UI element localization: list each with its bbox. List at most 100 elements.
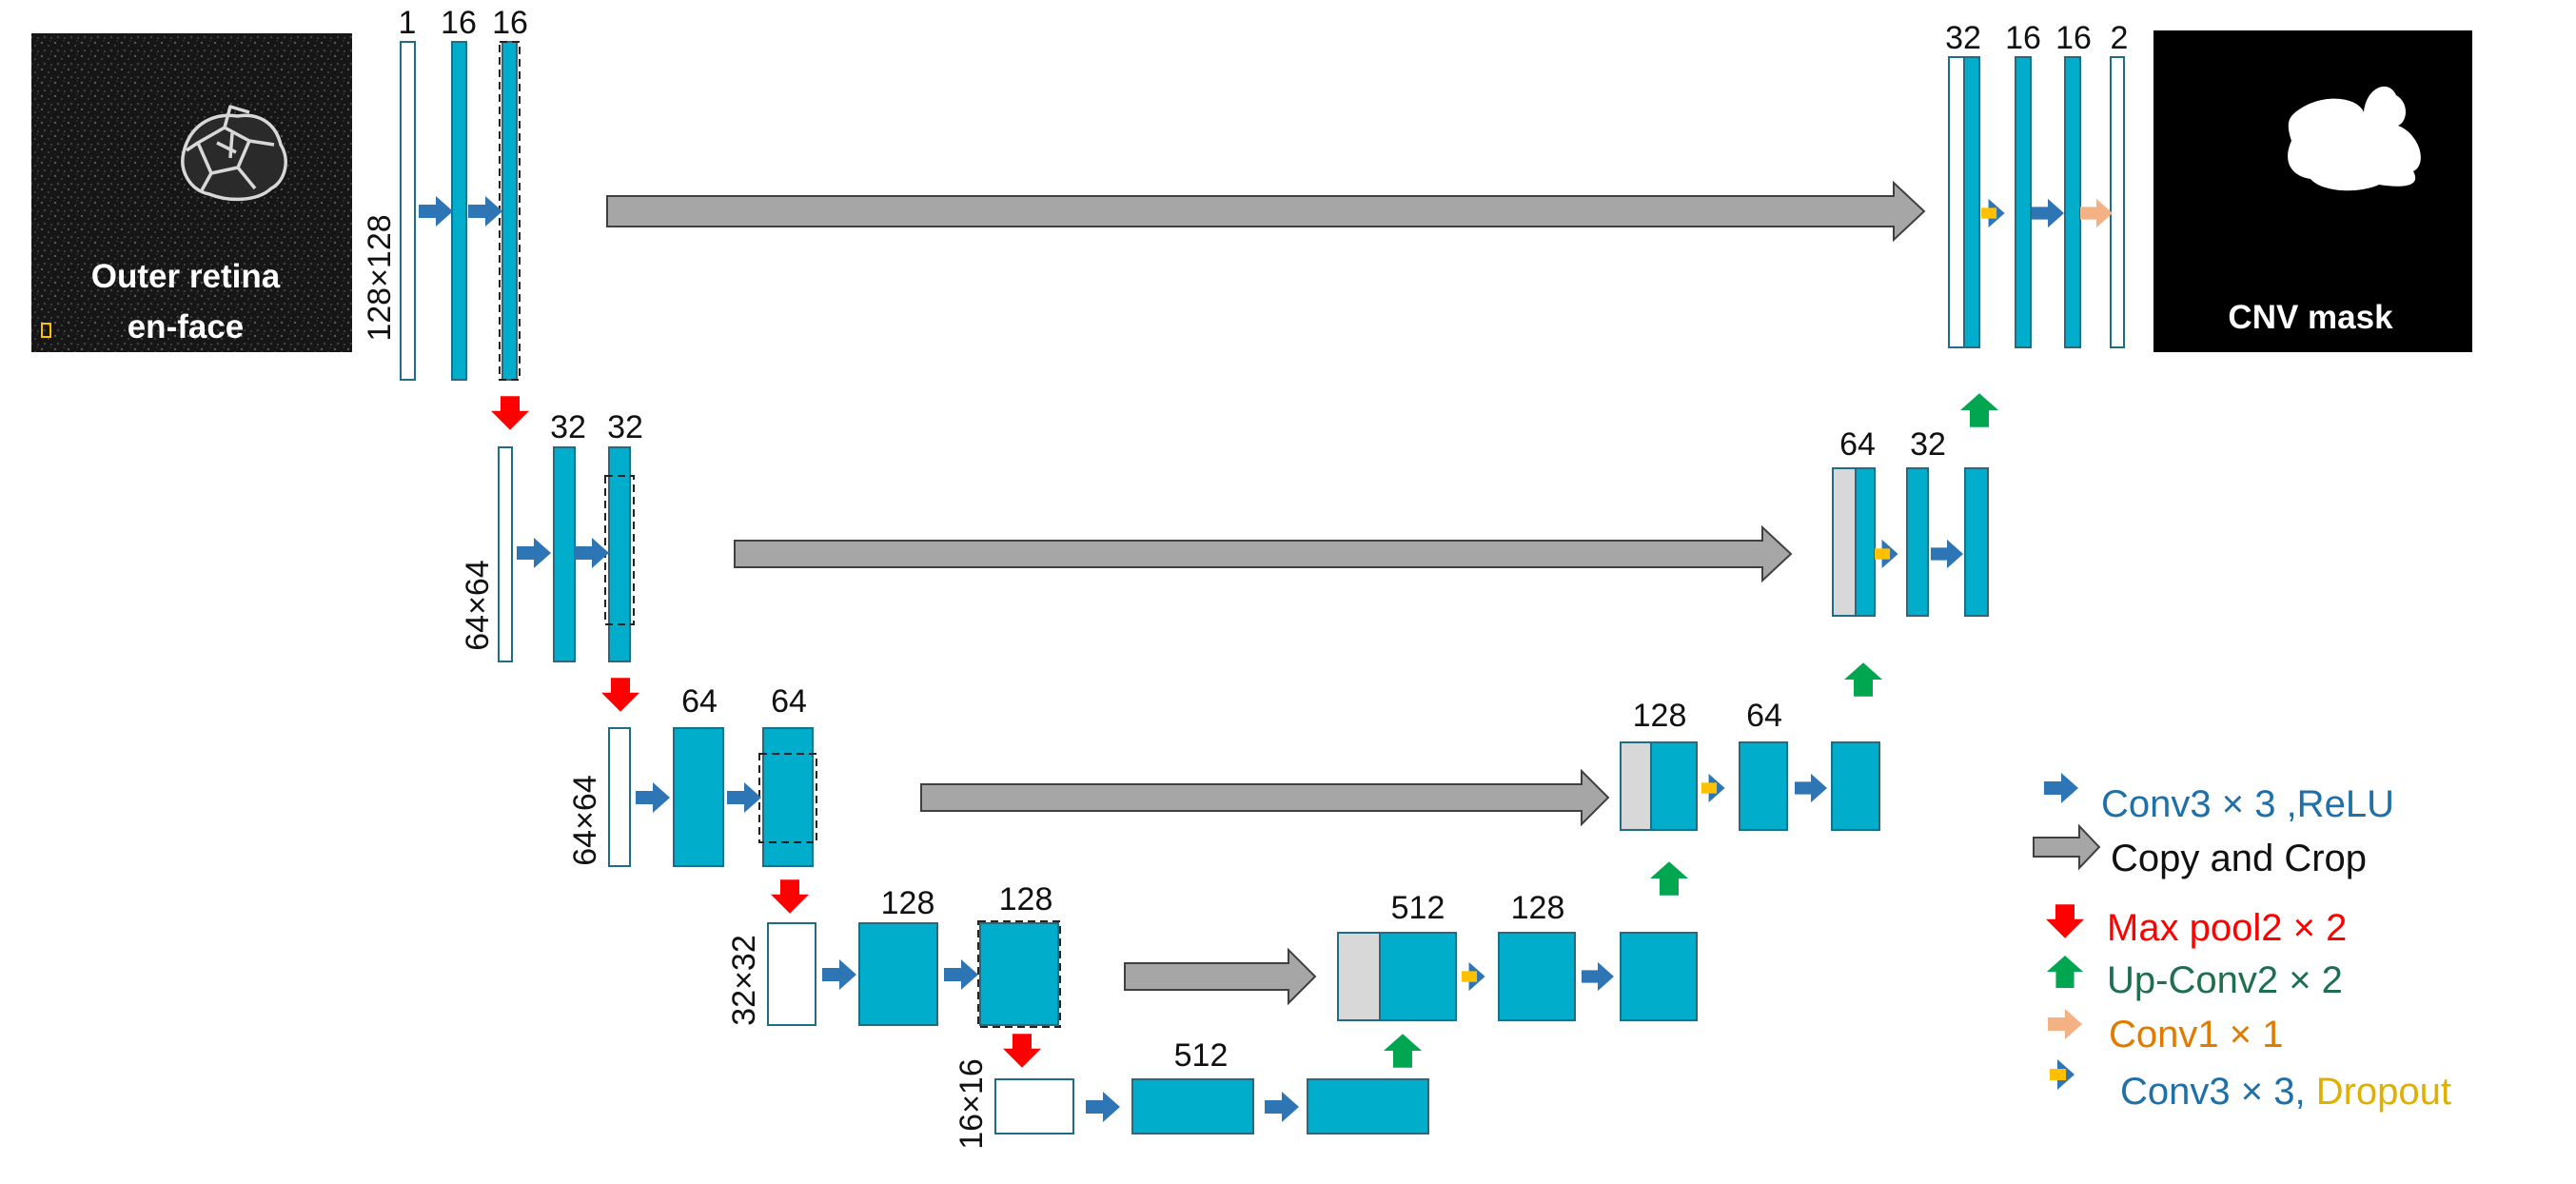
legend-conv1x1-label: Conv1 × 1 — [2109, 1014, 2283, 1056]
lesion-texture — [181, 105, 287, 202]
conv-block — [1963, 56, 1980, 348]
conv-block — [1307, 1078, 1429, 1135]
crop-outline — [758, 753, 817, 843]
legend-upconv-label: Up-Conv2 × 2 — [2107, 959, 2343, 1001]
level-1-encoder: 1 16 16 128×128 — [362, 5, 528, 381]
conv-block — [1379, 932, 1457, 1021]
conv-arrow — [2032, 198, 2064, 228]
maxpool-arrow-icon — [2046, 904, 2084, 938]
upconv-arrow — [1844, 662, 1882, 697]
conv-block — [501, 41, 518, 381]
level-3-decoder: 128 64 — [1620, 698, 1880, 831]
level-2-encoder: 32 32 64×64 — [460, 409, 643, 662]
input-block — [994, 1078, 1074, 1135]
conv-arrow — [727, 782, 761, 813]
legend-conv1x1: Conv1 × 1 — [2048, 1009, 2283, 1056]
channel-label: 32 — [1910, 426, 1946, 463]
concat-block — [1620, 741, 1652, 831]
input-image: Outer retina en-face — [31, 33, 352, 352]
channel-label: 128 — [881, 885, 935, 921]
conv-arrow — [944, 959, 978, 990]
conv-arrow — [1795, 773, 1827, 803]
maxpool-arrow — [1003, 1034, 1041, 1068]
maxpool-arrow — [601, 678, 639, 712]
legend-conv-dropout-part1: Conv3 × 3, — [2120, 1071, 2316, 1113]
conv-block — [858, 922, 938, 1026]
copy-arrow-icon — [2033, 823, 2101, 871]
legend-conv-dropout-part2: Dropout — [2316, 1071, 2451, 1113]
conv-arrow — [419, 196, 453, 227]
legend-conv-relu: Conv3 × 3 ,ReLU — [2044, 773, 2394, 825]
input-block — [767, 922, 816, 1026]
resolution-label: 16×16 — [954, 1058, 990, 1150]
channel-label: 128 — [1633, 698, 1687, 734]
copy-crop-arrow — [920, 768, 1610, 827]
legend-conv-relu-label: Conv3 × 3 ,ReLU — [2101, 783, 2394, 825]
cnv-mask-shape — [2288, 86, 2421, 191]
conv-block — [979, 922, 1059, 1026]
level-4-decoder: 512 128 — [1337, 890, 1698, 1021]
level-3-encoder: 64 64 64×64 — [567, 683, 817, 867]
level-1-decoder: 32 16 16 2 — [1945, 20, 2128, 348]
level-2-decoder: 64 32 — [1832, 426, 1989, 617]
legend-copy-crop-label: Copy and Crop — [2111, 838, 2367, 879]
upconv-arrow — [1384, 1034, 1422, 1068]
upconv-arrow-icon — [2046, 956, 2084, 988]
conv1x1-arrow-icon — [2048, 1009, 2082, 1039]
channel-label: 1 — [399, 5, 417, 41]
channel-label: 32 — [1945, 20, 1981, 56]
conv-block — [2064, 56, 2081, 348]
level-4-encoder: 128 128 32×32 — [726, 881, 1061, 1028]
bottleneck: 512 16×16 — [954, 1037, 1429, 1150]
conv-block — [608, 446, 631, 662]
conv-arrow — [1086, 1092, 1120, 1122]
conv-block — [1131, 1078, 1254, 1135]
conv-block — [1831, 741, 1880, 831]
legend-maxpool: Max pool2 × 2 — [2046, 904, 2347, 949]
channel-label: 16 — [492, 5, 528, 41]
channel-label: 64 — [771, 683, 807, 720]
input-label-line2: en-face — [128, 308, 245, 345]
maxpool-arrow — [771, 879, 809, 914]
conv-block — [553, 446, 576, 662]
channel-label: 64 — [681, 683, 718, 720]
channel-label: 512 — [1174, 1037, 1229, 1074]
crop-outline — [977, 920, 1061, 1028]
legend-maxpool-label: Max pool2 × 2 — [2107, 907, 2347, 949]
legend-conv-dropout-label: Conv3 × 3, Dropout — [2120, 1071, 2451, 1113]
conv-block — [762, 727, 814, 867]
conv-arrow — [636, 782, 670, 813]
conv-block — [1855, 467, 1876, 617]
conv-arrow — [1265, 1092, 1299, 1122]
channel-label: 128 — [1511, 890, 1565, 926]
conv-block — [673, 727, 724, 867]
resolution-label: 64×64 — [460, 560, 496, 651]
channel-label: 16 — [441, 5, 477, 41]
input-block — [400, 41, 416, 381]
conv-dropout-arrow — [1701, 773, 1725, 803]
conv-block — [1620, 932, 1698, 1021]
output-image: CNV mask — [2153, 30, 2472, 352]
output-block — [2110, 56, 2125, 348]
channel-label: 16 — [2055, 20, 2092, 56]
conv1x1-arrow — [2080, 198, 2113, 228]
channel-label: 128 — [999, 881, 1053, 918]
conv-block — [1964, 467, 1989, 617]
conv-arrow — [517, 538, 551, 568]
conv-arrow — [468, 196, 502, 227]
conv-arrow-icon — [2044, 773, 2078, 803]
resolution-label: 32×32 — [726, 935, 762, 1026]
conv-block — [2015, 56, 2032, 348]
input-block — [498, 446, 513, 662]
resolution-label: 128×128 — [362, 214, 398, 341]
maxpool-arrow — [491, 396, 529, 430]
output-label: CNV mask — [2228, 299, 2393, 336]
conv-arrow — [1931, 539, 1963, 569]
channel-label: 512 — [1391, 890, 1445, 926]
conv-dropout-arrow — [1875, 539, 1898, 569]
input-block — [608, 727, 631, 867]
conv-dropout-arrow-icon — [2050, 1059, 2075, 1090]
copy-crop-arrow — [1124, 947, 1317, 1006]
concat-block — [1832, 467, 1857, 617]
